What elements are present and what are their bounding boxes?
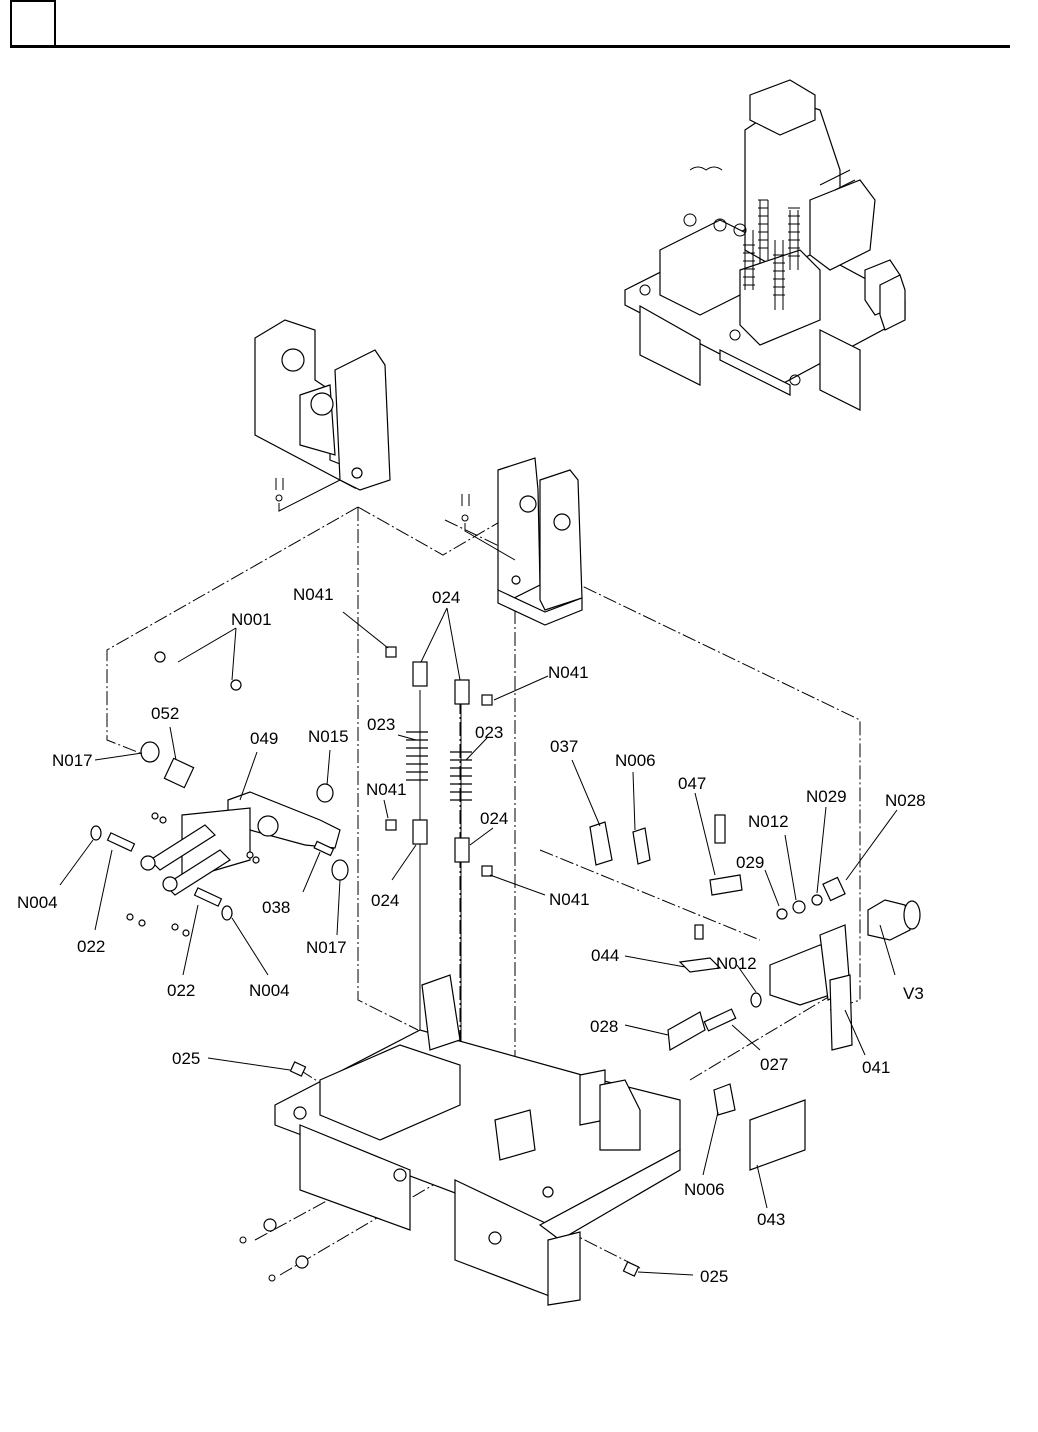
callout-041: 041 [862,1058,890,1077]
callout-037: 037 [550,737,578,756]
callout-022: 022 [77,937,105,956]
callout-n029: N029 [806,787,847,806]
callout-049: 049 [250,729,278,748]
upper-middle-bracket-part [462,458,582,625]
callout-n004: N004 [249,981,290,1000]
callout-v3: V3 [903,984,924,1003]
small-parts-left [91,652,348,936]
callout-n017: N017 [52,751,93,770]
lever-arm-049 [141,792,340,895]
callout-n041: N041 [366,780,407,799]
callout-n012: N012 [748,812,789,831]
callout-023: 023 [475,723,503,742]
callout-024: 024 [480,809,508,828]
callout-025: 025 [172,1049,200,1068]
overview-assembly-illustration [625,80,905,410]
callout-044: 044 [591,946,619,965]
callout-029: 029 [736,853,764,872]
callout-n012: N012 [716,954,757,973]
callout-024: 024 [432,588,460,607]
callout-025: 025 [700,1267,728,1286]
callout-022: 022 [167,981,195,1000]
callout-n041: N041 [549,890,590,909]
callout-028: 028 [590,1017,618,1036]
callout-047: 047 [678,774,706,793]
callout-024: 024 [371,891,399,910]
callout-n017: N017 [306,938,347,957]
callout-n001: N001 [231,610,272,629]
callout-023: 023 [367,715,395,734]
callout-n041: N041 [548,663,589,682]
callout-027: 027 [760,1055,788,1074]
callout-n006: N006 [684,1180,725,1199]
callout-038: 038 [262,898,290,917]
callout-043: 043 [757,1210,785,1229]
callout-n006: N006 [615,751,656,770]
upper-left-bracket-part [255,320,390,511]
callout-n004: N004 [17,893,58,912]
callout-n041: N041 [293,585,334,604]
callout-n028: N028 [885,791,926,810]
callout-n015: N015 [308,727,349,746]
callout-052: 052 [151,704,179,723]
